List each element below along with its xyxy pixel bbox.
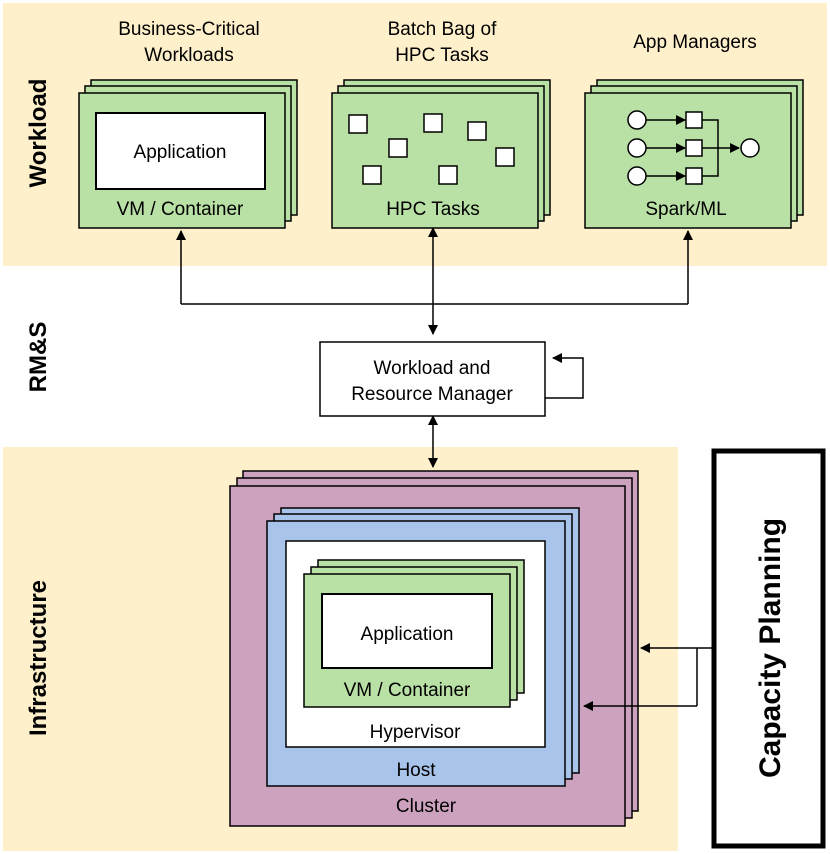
hpc-title-line1: Batch Bag of: [388, 19, 498, 40]
dag-task-node: [685, 111, 703, 129]
workload-connectors: [176, 227, 693, 335]
hpc-title-line2: HPC Tasks: [395, 45, 489, 66]
dag-task-node: [685, 167, 703, 185]
apps-title: App Managers: [633, 32, 757, 53]
section-label-workload: Workload: [25, 79, 52, 188]
section-label-rms: RM&S: [25, 322, 52, 393]
resource-manager-line2: Resource Manager: [351, 384, 513, 405]
dag-source-node: [627, 110, 647, 130]
spark-dag: [627, 110, 760, 186]
hpc-task-square: [388, 138, 408, 158]
infra-application-box: [321, 593, 493, 669]
hpc-task-square: [467, 121, 487, 141]
hpc-task-square: [495, 147, 515, 167]
section-label-infrastructure: Infrastructure: [25, 580, 52, 736]
cluster-label: Cluster: [396, 796, 457, 817]
infra-vm-label: VM / Container: [344, 680, 471, 701]
infra-application-label: Application: [361, 624, 454, 645]
hpc-task-squares: [348, 113, 515, 185]
hpc-task-square: [362, 165, 382, 185]
hpc-task-square: [438, 165, 458, 185]
self-loop-arrow: [545, 353, 584, 399]
capacity-planning-label: Capacity Planning: [754, 518, 787, 778]
dag-sink-node: [740, 138, 760, 158]
business-application-box: [95, 112, 266, 190]
business-title-line1: Business-Critical: [118, 19, 259, 40]
capacity-connectors: [583, 643, 712, 711]
hpc-task-square: [348, 114, 368, 134]
dag-source-node: [627, 138, 647, 158]
business-vm-label: VM / Container: [117, 199, 244, 220]
spark-ml-label: Spark/ML: [645, 199, 726, 220]
business-application-label: Application: [134, 142, 227, 163]
capacity-planning-box: [711, 448, 826, 849]
dag-task-node: [685, 139, 703, 157]
dag-source-node: [627, 166, 647, 186]
resource-manager-line1: Workload and: [374, 358, 491, 379]
hpc-task-square: [423, 113, 443, 133]
infra-vm-stack: [303, 559, 525, 708]
business-workload-stack: [78, 79, 298, 229]
hypervisor-label: Hypervisor: [370, 722, 461, 743]
hpc-tasks-label: HPC Tasks: [386, 199, 480, 220]
business-title-line2: Workloads: [144, 45, 233, 66]
host-label: Host: [396, 760, 436, 781]
